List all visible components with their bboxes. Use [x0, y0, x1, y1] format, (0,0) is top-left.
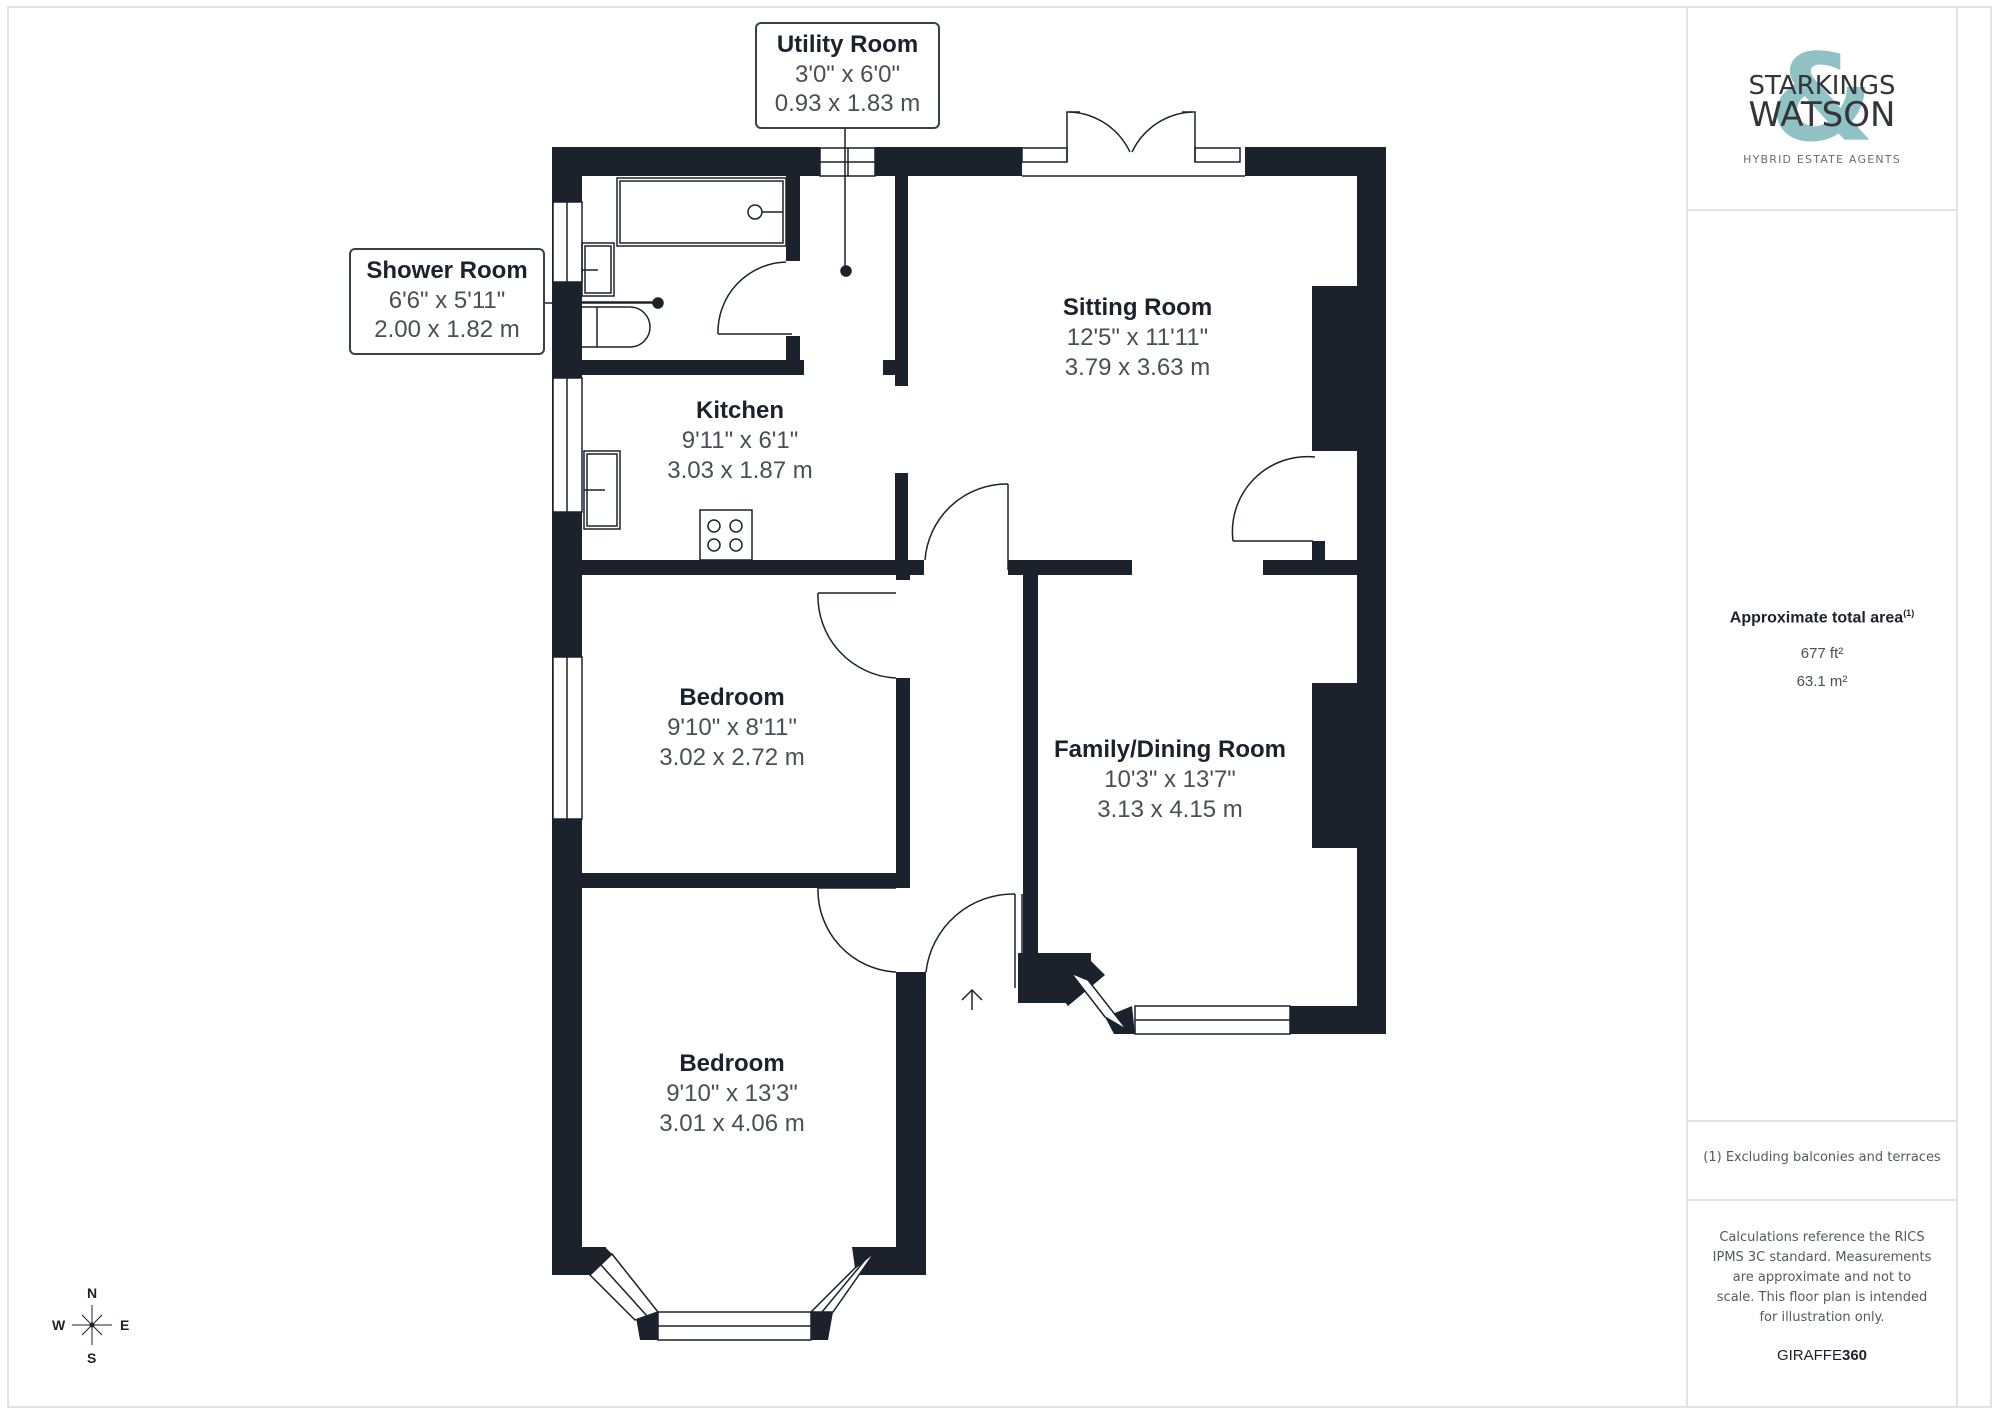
callout-leaders [545, 128, 852, 309]
panel-divider [1686, 209, 1958, 211]
area-title: Approximate total area(1) [1688, 608, 1956, 627]
room-name: Kitchen [695, 397, 784, 424]
room-dim-metric: 3.79 x 3.63 m [1064, 354, 1211, 381]
brand-line-2: WATSON [1748, 95, 1896, 135]
bedroom-2-label: Bedroom 9'10" x 13'3" 3.01 x 4.06 m [612, 1049, 852, 1139]
family-dining-room-label: Family/Dining Room 10'3" x 13'7" 3.13 x … [1030, 735, 1310, 825]
credit-suffix: 360 [1841, 1347, 1868, 1364]
compass-north: N [87, 1285, 98, 1301]
room-name: Bedroom [679, 1050, 785, 1077]
brand-tagline: HYBRID ESTATE AGENTS [1743, 153, 1901, 166]
room-dim-imperial: 3'0" x 6'0" [795, 61, 900, 88]
room-dim-metric: 0.93 x 1.83 m [774, 90, 921, 117]
area-imperial: 677 ft² [1800, 645, 1844, 662]
compass: N S E W [50, 1285, 140, 1385]
brand-line-1: STARKINGS [1748, 71, 1896, 101]
room-name: Shower Room [366, 257, 528, 284]
toilet-icon [582, 306, 651, 348]
info-panel [1686, 6, 1958, 1408]
fixtures [581, 177, 983, 1010]
room-dim-imperial: 12'5" x 11'11" [1066, 324, 1209, 351]
room-dim-metric: 3.03 x 1.87 m [667, 457, 813, 484]
area-title-text: Approximate total area [1729, 609, 1904, 627]
room-dim-imperial: 9'10" x 13'3" [666, 1080, 798, 1107]
room-name: Utility Room [776, 31, 919, 58]
utility-room-callout: Utility Room 3'0" x 6'0" 0.93 x 1.83 m [755, 22, 940, 129]
kitchen-label: Kitchen 9'11" x 6'1" 3.03 x 1.87 m [620, 396, 860, 486]
panel-divider [1686, 1120, 1958, 1122]
compass-south: S [87, 1350, 97, 1366]
giraffe360-credit: GIRAFFE360 [1688, 1347, 1956, 1364]
page-frame [7, 6, 1992, 1408]
compass-rose-icon [72, 1305, 112, 1345]
compass-east: E [120, 1317, 130, 1333]
room-name: Family/Dining Room [1053, 736, 1286, 763]
room-dim-imperial: 10'3" x 13'7" [1104, 766, 1236, 793]
room-dim-metric: 2.00 x 1.82 m [374, 316, 520, 343]
room-name: Bedroom [679, 684, 785, 711]
sitting-room-label: Sitting Room 12'5" x 11'11" 3.79 x 3.63 … [1000, 293, 1275, 383]
room-dim-metric: 3.02 x 2.72 m [659, 744, 805, 771]
ampersand-mark: & [1769, 30, 1875, 169]
disclaimer-text: Calculations reference the RICS IPMS 3C … [1712, 1230, 1932, 1325]
area-metric: 63.1 m² [1796, 673, 1848, 690]
room-dim-metric: 3.13 x 4.15 m [1097, 796, 1243, 823]
panel-divider [1686, 1199, 1958, 1201]
area-footnote-marker: (1) [1903, 608, 1915, 618]
credit-prefix: GIRAFFE [1776, 1347, 1842, 1364]
shower-room-callout: Shower Room 6'6" x 5'11" 2.00 x 1.82 m [349, 248, 545, 355]
compass-west: W [52, 1317, 66, 1333]
bedroom-1-label: Bedroom 9'10" x 8'11" 3.02 x 2.72 m [612, 683, 852, 773]
room-dim-imperial: 9'11" x 6'1" [681, 427, 799, 454]
brand-logo: & STARKINGS WATSON HYBRID ESTATE AGENTS [1688, 40, 1956, 180]
room-name: Sitting Room [1062, 294, 1213, 321]
windows [552, 147, 1291, 1341]
room-dim-imperial: 6'6" x 5'11" [388, 287, 506, 314]
area-footnote: (1) Excluding balconies and terraces [1703, 1150, 1941, 1165]
room-dim-metric: 3.01 x 4.06 m [659, 1110, 805, 1137]
bath-icon [616, 177, 787, 247]
room-dim-imperial: 9'10" x 8'11" [667, 714, 797, 741]
hob-icon [699, 509, 753, 561]
door-swings [717, 111, 1316, 988]
